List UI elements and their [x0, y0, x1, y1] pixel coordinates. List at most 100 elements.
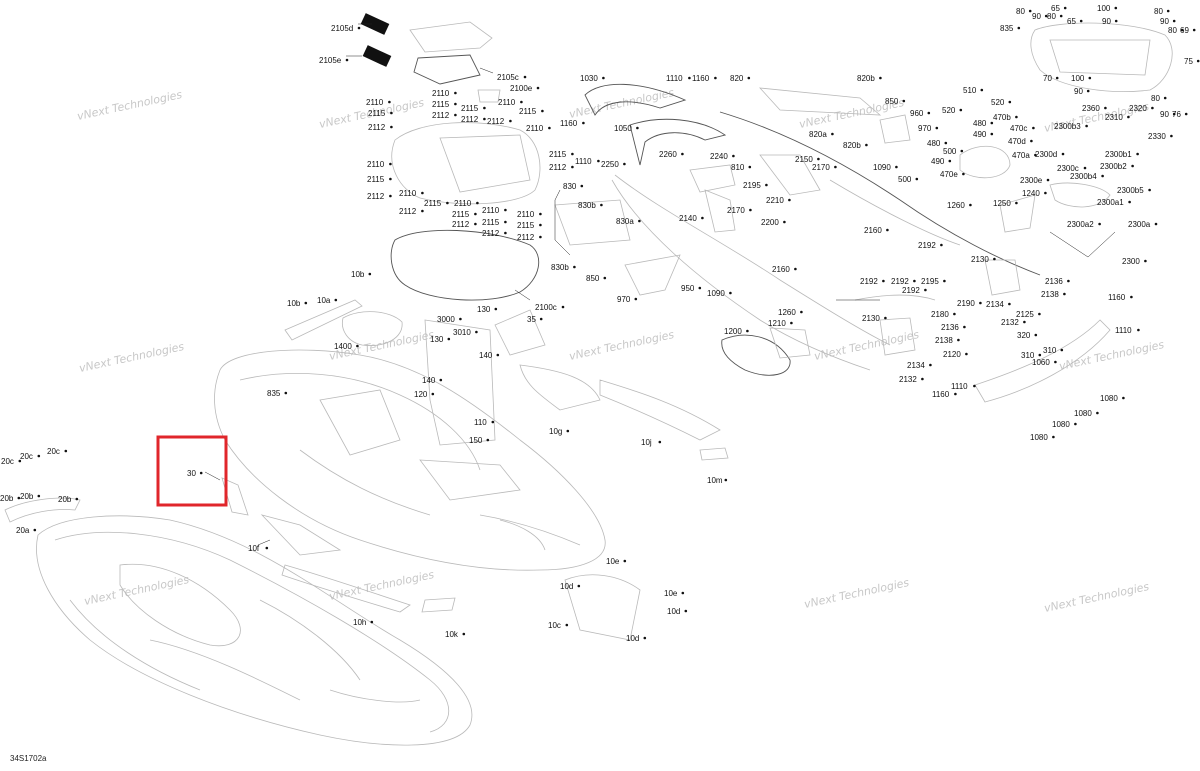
callout-label: 1060 — [1032, 358, 1050, 367]
callout-label: 2115 — [368, 109, 386, 118]
callout-label: 10a — [317, 296, 331, 305]
callout-label: 2310 — [1105, 113, 1123, 122]
callout-label: 970 — [617, 295, 631, 304]
callout-label: 20b — [0, 494, 14, 503]
fastener-dot — [886, 228, 889, 232]
fastener-dot — [882, 279, 885, 283]
callout-label: 2138 — [935, 336, 953, 345]
highlight-box — [156, 435, 228, 507]
fastener-dot — [571, 152, 574, 156]
callout-label: 90 — [1102, 17, 1111, 26]
callout-label: 2100c — [535, 303, 557, 312]
callout-label: 2300e — [1020, 176, 1043, 185]
callout-label: 480 — [927, 139, 941, 148]
callout-label: 2240 — [710, 152, 728, 161]
fastener-dot — [582, 121, 585, 125]
fastener-dot — [1086, 89, 1090, 93]
callout-label: 470c — [1010, 124, 1027, 133]
callout-label: 10b — [287, 299, 301, 308]
callout-label: 2160 — [772, 265, 790, 274]
callout-label: 2105c — [497, 73, 519, 82]
fastener-dot — [1137, 328, 1140, 332]
callout-label: 10b — [351, 270, 365, 279]
fastener-dot — [634, 297, 638, 301]
fastener-dot — [1104, 106, 1107, 110]
callout-label: 10g — [549, 427, 562, 436]
fastener-dot — [459, 317, 462, 321]
callout-label: 2170 — [812, 163, 830, 172]
callout-label: 2125 — [1016, 310, 1034, 319]
callout-label: 2192 — [891, 277, 909, 286]
callout-label: 10d — [626, 634, 639, 643]
callout-label: 2130 — [971, 255, 989, 264]
fastener-dot — [597, 159, 600, 163]
callout-label: 120 — [414, 390, 428, 399]
fastener-dot — [1030, 139, 1033, 143]
callout-label: 2112 — [517, 233, 535, 242]
fastener-dot — [1130, 295, 1133, 299]
callout-label: 100 — [1071, 74, 1085, 83]
callout-label: 500 — [943, 147, 957, 156]
fastener-dot — [1008, 100, 1012, 104]
callout-label: 10d — [560, 582, 573, 591]
fastener-dot — [1180, 28, 1184, 32]
fastener-dot — [1079, 19, 1083, 23]
callout-label: 2110 — [498, 98, 516, 107]
callout-label: 2112 — [368, 123, 386, 132]
fastener-dot — [474, 222, 477, 226]
fastener-dot — [1038, 353, 1042, 357]
fastener-dot — [1063, 292, 1066, 296]
fastener-dot — [390, 125, 393, 129]
fastener-dot — [421, 209, 424, 213]
fastener-dot — [561, 305, 565, 309]
callout-label: 140 — [422, 376, 436, 385]
fastener-dot — [1034, 153, 1037, 157]
fastener-dot — [1098, 222, 1101, 226]
fastener-dot — [1074, 422, 1077, 426]
main-deck — [214, 349, 606, 571]
callout-label: 820b — [843, 141, 861, 150]
callout-label: 2112 — [461, 115, 479, 124]
fastener-dot — [794, 267, 797, 271]
callout-label: 520 — [991, 98, 1005, 107]
fastener-dot — [929, 363, 932, 367]
callout-label: 1400 — [334, 342, 352, 351]
watermark: vNext Technologies — [803, 576, 911, 611]
callout-label: 1080 — [1052, 420, 1070, 429]
fastener-dot — [486, 438, 490, 442]
callout-label: 960 — [910, 109, 924, 118]
fastener-dot — [1085, 124, 1088, 128]
callout-label: 2195 — [743, 181, 761, 190]
fastener-dot — [475, 330, 478, 334]
fastener-dot — [990, 121, 994, 125]
callout-label: 2112 — [487, 117, 505, 126]
fastener-dot — [927, 111, 931, 115]
callout-label: 1260 — [778, 308, 796, 317]
callout-label: 90 — [1160, 17, 1169, 26]
fastener-dot — [496, 353, 500, 357]
callout-label: 10f — [248, 544, 260, 553]
callout-label: 2115 — [432, 100, 450, 109]
fastener-dot — [944, 141, 948, 145]
callout-label: 80 — [1168, 26, 1177, 35]
callout-label: 90 — [1160, 110, 1169, 119]
fastener-dot — [973, 384, 976, 388]
callout-label: 850 — [586, 274, 600, 283]
fastener-dot — [681, 152, 684, 156]
callout-label: 1080 — [1100, 394, 1118, 403]
fastener-dot — [1028, 9, 1032, 13]
fastener-dot — [603, 276, 607, 280]
callout-label: 80 — [1154, 7, 1163, 16]
fastener-dot — [953, 312, 956, 316]
callout-label: 2110 — [482, 206, 500, 215]
fastener-dot — [980, 88, 984, 92]
callout-label: 2110 — [432, 89, 450, 98]
callout-label: 2160 — [864, 226, 882, 235]
callout-label: 20b — [58, 495, 72, 504]
fastener-dot — [1015, 201, 1018, 205]
callout-label: 510 — [963, 86, 977, 95]
callout-label: 2195 — [921, 277, 939, 286]
callout-label: 2300c — [1057, 164, 1079, 173]
callout-label: 2300d — [1035, 150, 1057, 159]
fastener-dot — [539, 223, 542, 227]
